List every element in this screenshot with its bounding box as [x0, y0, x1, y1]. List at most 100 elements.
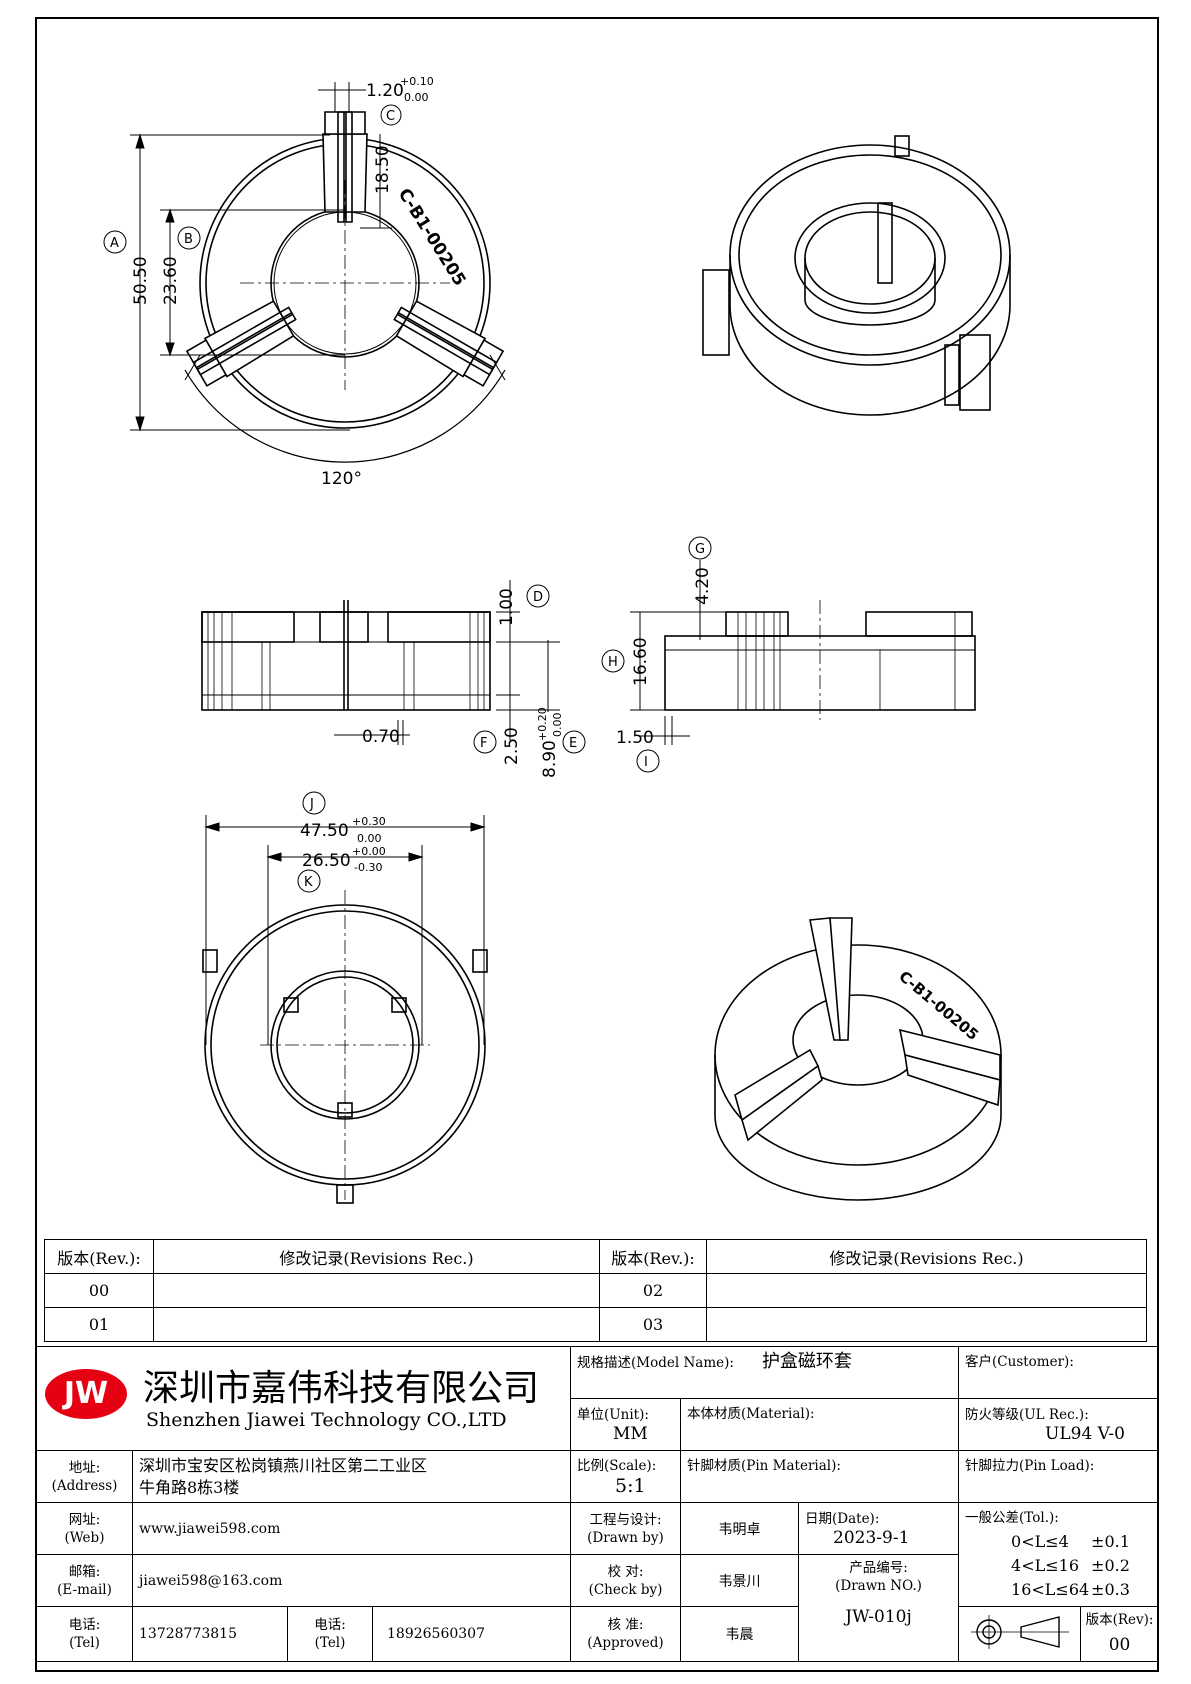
rev-right-03: 03	[599, 1307, 707, 1342]
approved-label-cn: 核 准:	[607, 1617, 644, 1633]
web-label-cell: 网址: (Web)	[36, 1502, 133, 1555]
tel-label-cn-2: 电话:	[314, 1617, 346, 1633]
projection-symbol-cell	[958, 1606, 1082, 1662]
drawn-label-en: (Drawn by)	[587, 1529, 664, 1546]
top-slot-width-tol-upper: +0.10	[400, 75, 434, 88]
address-label-en: (Address)	[51, 1477, 118, 1494]
company-name-cn: 深圳市嘉伟科技有限公司	[143, 1368, 540, 1409]
bottom-inner-tol-upper: +0.00	[352, 845, 386, 858]
company-logo-block: JW 深圳市嘉伟科技有限公司 Shenzhen Jiawei Technolog…	[36, 1346, 571, 1451]
unit-label: 单位(Unit):	[577, 1406, 649, 1423]
email-label-en: (E-mail)	[57, 1581, 112, 1598]
scale-label: 比例(Scale):	[577, 1457, 657, 1474]
bottom-inner-tol-lower: -0.30	[354, 861, 382, 874]
approved-value: 韦晨	[680, 1606, 799, 1662]
tag-i: I	[644, 755, 648, 770]
side2-tab-height: 4.20	[693, 567, 713, 605]
web-label-en: (Web)	[64, 1529, 105, 1546]
tol-label: 一般公差(Tol.):	[965, 1510, 1059, 1526]
top-slot-depth: 18.50	[373, 145, 393, 194]
tol-range-2: 4<L≤16	[1011, 1555, 1080, 1575]
top-outer-dia: 50.50	[131, 256, 151, 305]
rec-right-02	[706, 1273, 1147, 1308]
rev-left-00: 00	[44, 1273, 154, 1308]
tag-e: E	[569, 736, 577, 751]
tel-label-cell-1: 电话: (Tel)	[36, 1606, 133, 1662]
side1-fin-gap: 0.70	[362, 727, 400, 747]
tolerance-table: 0<L≤4±0.1 4<L≤16±0.2 16<L≤64±0.3	[1011, 1529, 1130, 1601]
unit-value: MM	[613, 1423, 648, 1444]
web-label-cn: 网址:	[68, 1511, 101, 1528]
tel-label-en-2: (Tel)	[314, 1635, 346, 1651]
title-block: JW 深圳市嘉伟科技有限公司 Shenzhen Jiawei Technolog…	[36, 1346, 1160, 1662]
drawn-value: 韦明卓	[680, 1502, 799, 1555]
rev-cell: 版本(Rev): 00	[1080, 1606, 1160, 1662]
top-inner-dia: 23.60	[161, 256, 181, 305]
tag-j: J	[309, 797, 314, 812]
top-part-mark: C-B1-00205	[394, 185, 470, 290]
address-label-cn: 地址:	[68, 1459, 101, 1476]
customer-cell: 客户(Customer):	[958, 1346, 1160, 1399]
check-value: 韦景川	[680, 1554, 799, 1607]
address-label-cell: 地址: (Address)	[36, 1450, 133, 1503]
side1-height: 8.90	[540, 740, 560, 778]
tag-c: C	[386, 109, 395, 124]
address-value-cell: 深圳市宝安区松岗镇燕川社区第二工业区 牛角路8栋3楼	[132, 1450, 571, 1503]
email-label-cn: 邮箱:	[68, 1563, 101, 1580]
email-value: jiawei598@163.com	[132, 1554, 571, 1607]
check-label-cell: 校 对: (Check by)	[570, 1554, 681, 1607]
rev-label: 版本(Rev):	[1085, 1612, 1154, 1628]
rec-header-right: 修改记录(Revisions Rec.)	[706, 1239, 1147, 1274]
pin-load-label: 针脚拉力(Pin Load):	[965, 1458, 1095, 1474]
approved-label-cell: 核 准: (Approved)	[570, 1606, 681, 1662]
bottom-outer-tol-lower: 0.00	[357, 832, 382, 845]
top-slot-width-tol-lower: 0.00	[404, 91, 429, 104]
side2-height: 16.60	[631, 637, 651, 686]
side1-height-tol-upper: +0.20	[536, 707, 549, 741]
iso-view-top	[702, 135, 1011, 416]
tol-value-1: ±0.1	[1091, 1531, 1130, 1551]
tolerance-cell: 一般公差(Tol.): 0<L≤4±0.1 4<L≤16±0.2 16<L≤64…	[958, 1502, 1160, 1607]
drawn-label-cell: 工程与设计: (Drawn by)	[570, 1502, 681, 1555]
tel-label-cn-1: 电话:	[68, 1617, 101, 1633]
web-value: www.jiawei598.com	[132, 1502, 571, 1555]
rev-value: 00	[1108, 1635, 1131, 1655]
unit-cell: 单位(Unit): MM	[570, 1398, 681, 1451]
date-value: 2023-9-1	[833, 1527, 910, 1548]
company-name-en: Shenzhen Jiawei Technology CO.,LTD	[146, 1409, 507, 1431]
rec-left-01	[153, 1307, 600, 1342]
tag-d: D	[533, 590, 543, 605]
tol-range-1: 0<L≤4	[1011, 1531, 1069, 1551]
drawing-no-cell: 产品编号: (Drawn NO.) JW-010j	[797, 1554, 960, 1662]
email-label-cell: 邮箱: (E-mail)	[36, 1554, 133, 1607]
model-label: 规格描述(Model Name):	[577, 1355, 734, 1371]
side-view-2: G 4.20 H 16.60 1.50 I	[601, 536, 976, 773]
drawing-no-label-en: (Drawn NO.)	[835, 1578, 922, 1594]
tol-range-3: 16<L≤64	[1011, 1579, 1090, 1599]
rev-header-right: 版本(Rev.):	[599, 1239, 707, 1274]
date-cell: 日期(Date): 2023-9-1	[797, 1502, 960, 1555]
tag-g: G	[695, 542, 705, 557]
model-cell: 规格描述(Model Name):护盒磁环套	[569, 1346, 960, 1399]
bottom-outer-dia: 47.50	[300, 821, 349, 841]
side1-lower-height: 2.50	[502, 727, 522, 765]
bottom-inner-dia: 26.50	[302, 851, 351, 871]
projection-symbol-icon	[971, 1615, 1070, 1649]
side1-slot-depth: 1.00	[497, 588, 517, 626]
pin-material-cell: 针脚材质(Pin Material):	[679, 1450, 960, 1503]
drawn-label-cn: 工程与设计:	[589, 1511, 662, 1528]
material-label: 本体材质(Material):	[687, 1406, 815, 1422]
ul-cell: 防火等级(UL Rec.): UL94 V-0	[958, 1398, 1160, 1451]
check-label-cn: 校 对:	[607, 1563, 644, 1580]
revision-table: 版本(Rev.): 修改记录(Revisions Rec.) 版本(Rev.):…	[44, 1239, 1147, 1342]
address-line-1: 深圳市宝安区松岗镇燕川社区第二工业区	[139, 1455, 428, 1475]
tag-b: B	[184, 232, 193, 247]
tel-label-cell-2: 电话: (Tel)	[287, 1606, 373, 1662]
rec-header-left: 修改记录(Revisions Rec.)	[153, 1239, 600, 1274]
tol-value-3: ±0.3	[1091, 1579, 1130, 1599]
side-view-1: 1.00 D 0.70 F 2.50 8.90 +0.20 0.00 E	[201, 580, 586, 778]
rev-right-02: 02	[599, 1273, 707, 1308]
drawing-no-label-cn: 产品编号:	[849, 1560, 908, 1576]
drawing-frame	[35, 17, 1159, 1672]
